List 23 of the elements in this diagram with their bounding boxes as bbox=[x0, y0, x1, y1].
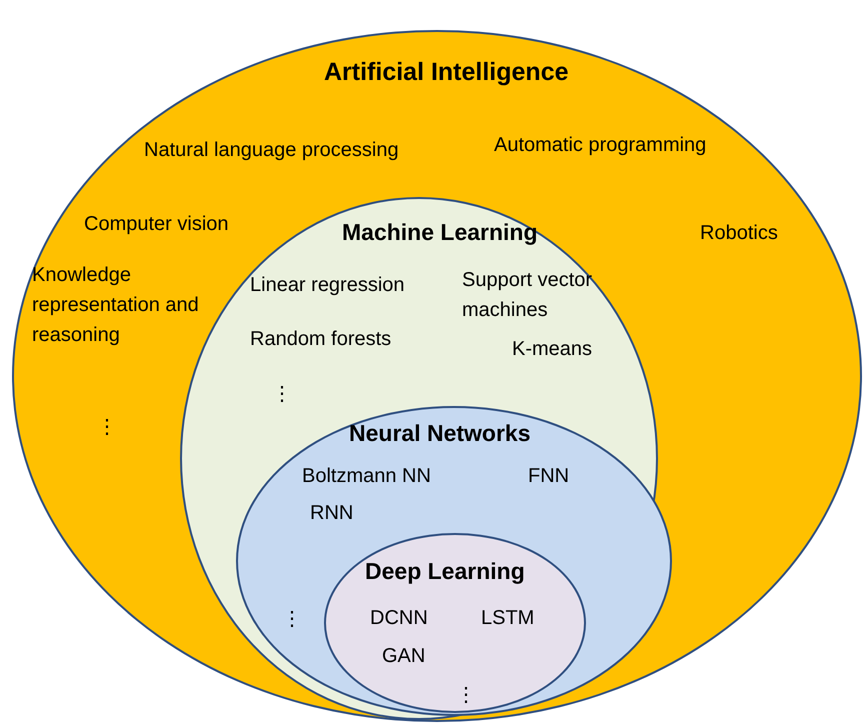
set-title: Deep Learning bbox=[365, 557, 525, 586]
set-title: Artificial Intelligence bbox=[324, 57, 569, 87]
topic-label: ⋮ bbox=[456, 683, 476, 708]
topic-label: Computer vision bbox=[84, 212, 229, 237]
topic-label: Automatic programming bbox=[494, 133, 706, 158]
topic-label: LSTM bbox=[481, 606, 534, 631]
topic-label: ⋮ bbox=[272, 382, 292, 407]
topic-label: Support vector machines bbox=[462, 268, 594, 323]
topic-label: Linear regression bbox=[250, 273, 405, 298]
topic-label: DCNN bbox=[370, 606, 428, 631]
topic-label: Robotics bbox=[700, 221, 778, 246]
topic-label: Random forests bbox=[250, 327, 392, 352]
topic-label: Boltzmann NN bbox=[302, 464, 431, 489]
topic-label: ⋮ bbox=[282, 607, 302, 632]
topic-label: Natural language processing bbox=[144, 138, 399, 163]
topic-label: K-means bbox=[512, 337, 592, 362]
set-title: Machine Learning bbox=[342, 218, 538, 247]
topic-label: Knowledge representation and reasoning bbox=[32, 263, 200, 348]
topic-label: FNN bbox=[528, 464, 570, 489]
topic-label: RNN bbox=[310, 501, 354, 526]
set-title: Neural Networks bbox=[349, 419, 531, 448]
topic-label: GAN bbox=[382, 644, 426, 669]
topic-label: ⋮ bbox=[97, 415, 117, 440]
